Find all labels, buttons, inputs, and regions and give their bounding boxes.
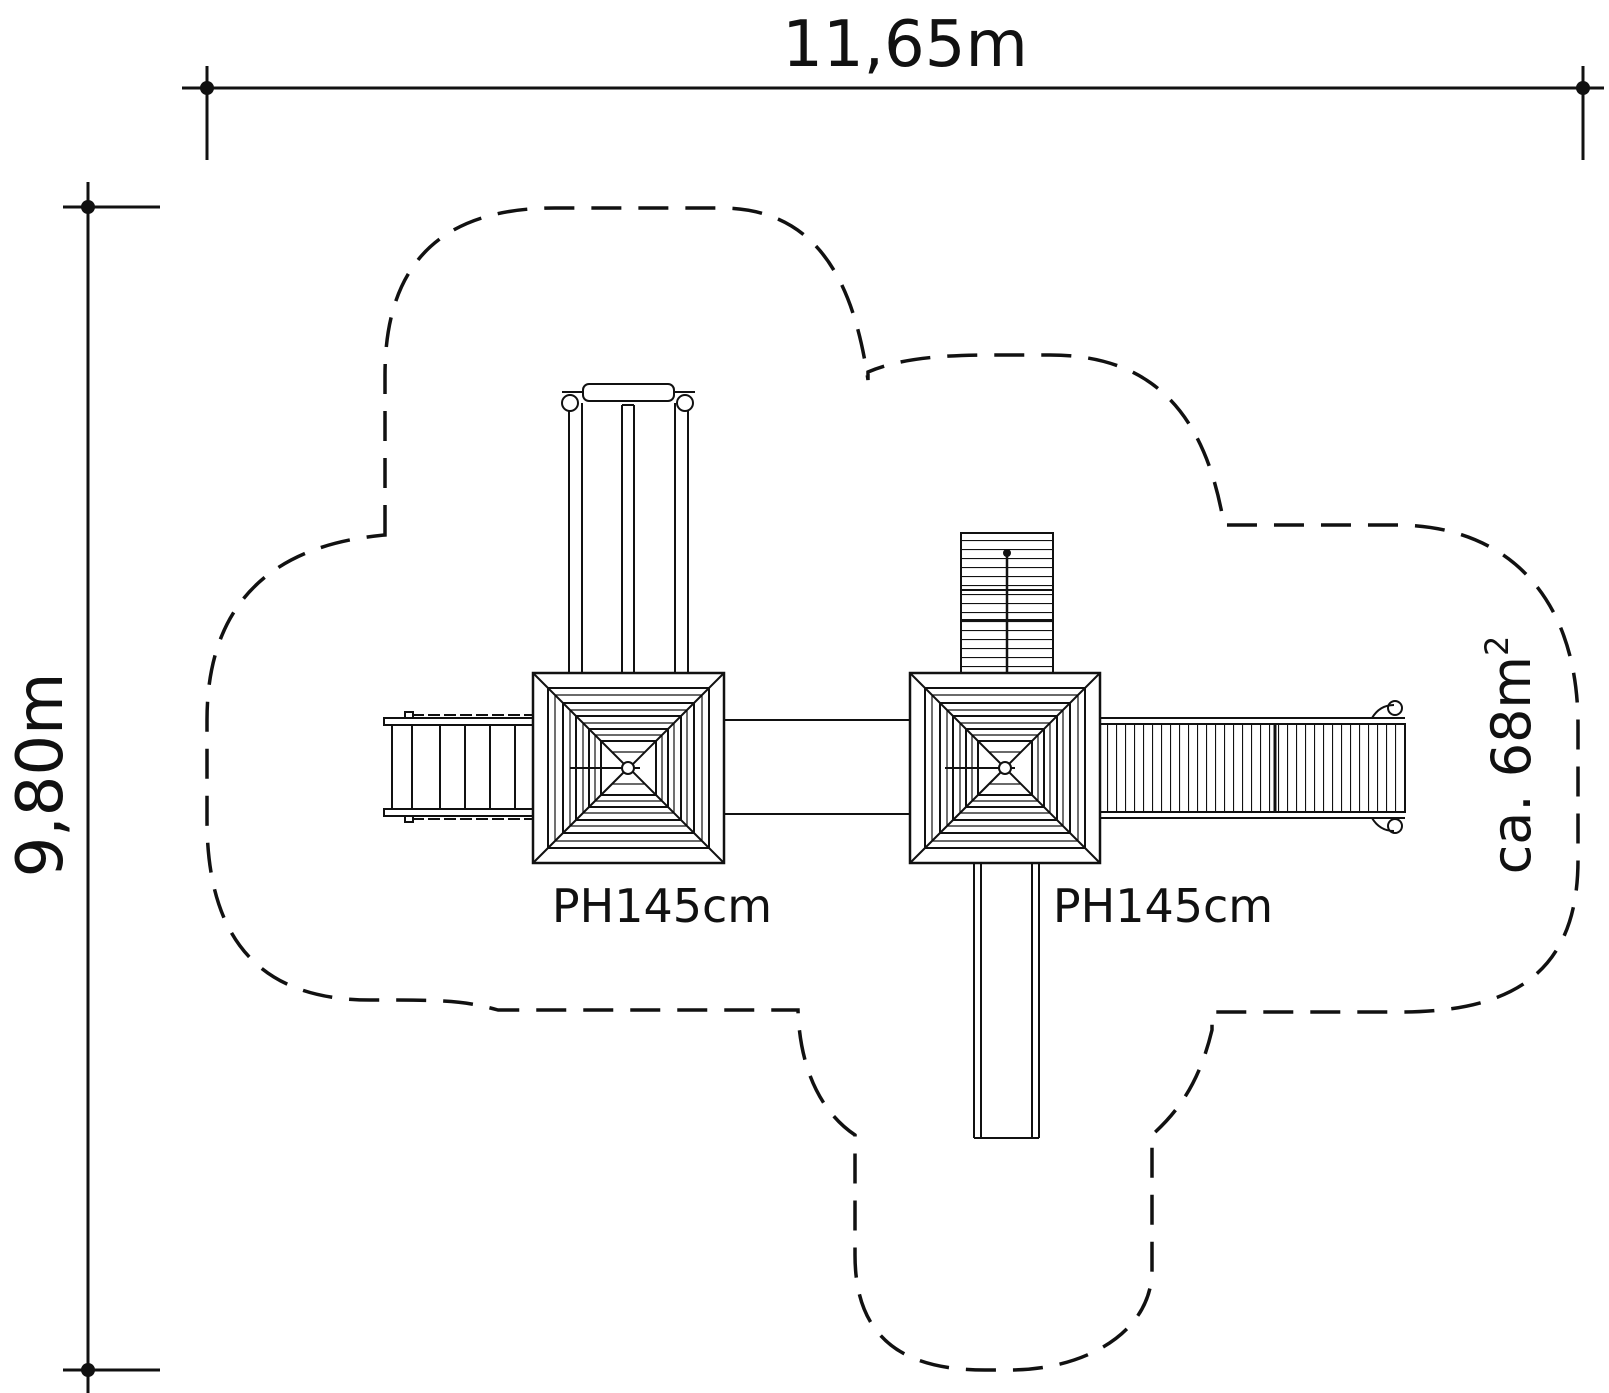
platform-height-label-right: PH145cm: [1053, 879, 1273, 933]
platform-height-label-left: PH145cm: [552, 879, 772, 933]
width-dimension: [182, 66, 1604, 160]
climbing-wall: [960, 532, 1054, 674]
height-label: 9,80m: [4, 673, 78, 878]
height-dimension: [63, 182, 160, 1393]
svg-text:ca. 68m2: ca. 68m2: [1478, 636, 1543, 875]
area-value: ca. 68m: [1480, 656, 1543, 874]
safety-zone-outline: [205, 206, 1580, 1372]
area-superscript: 2: [1478, 636, 1516, 656]
tower-right: [908, 671, 1102, 865]
area-label: ca. 68m2: [1478, 636, 1543, 875]
climbing-frame-top: [561, 383, 695, 673]
width-label: 11,65m: [782, 8, 1028, 82]
ladder-left: [383, 711, 534, 823]
slide: [973, 863, 1040, 1139]
ramp-right: [1099, 700, 1406, 834]
tower-left: [531, 671, 726, 865]
bridge: [724, 719, 910, 815]
